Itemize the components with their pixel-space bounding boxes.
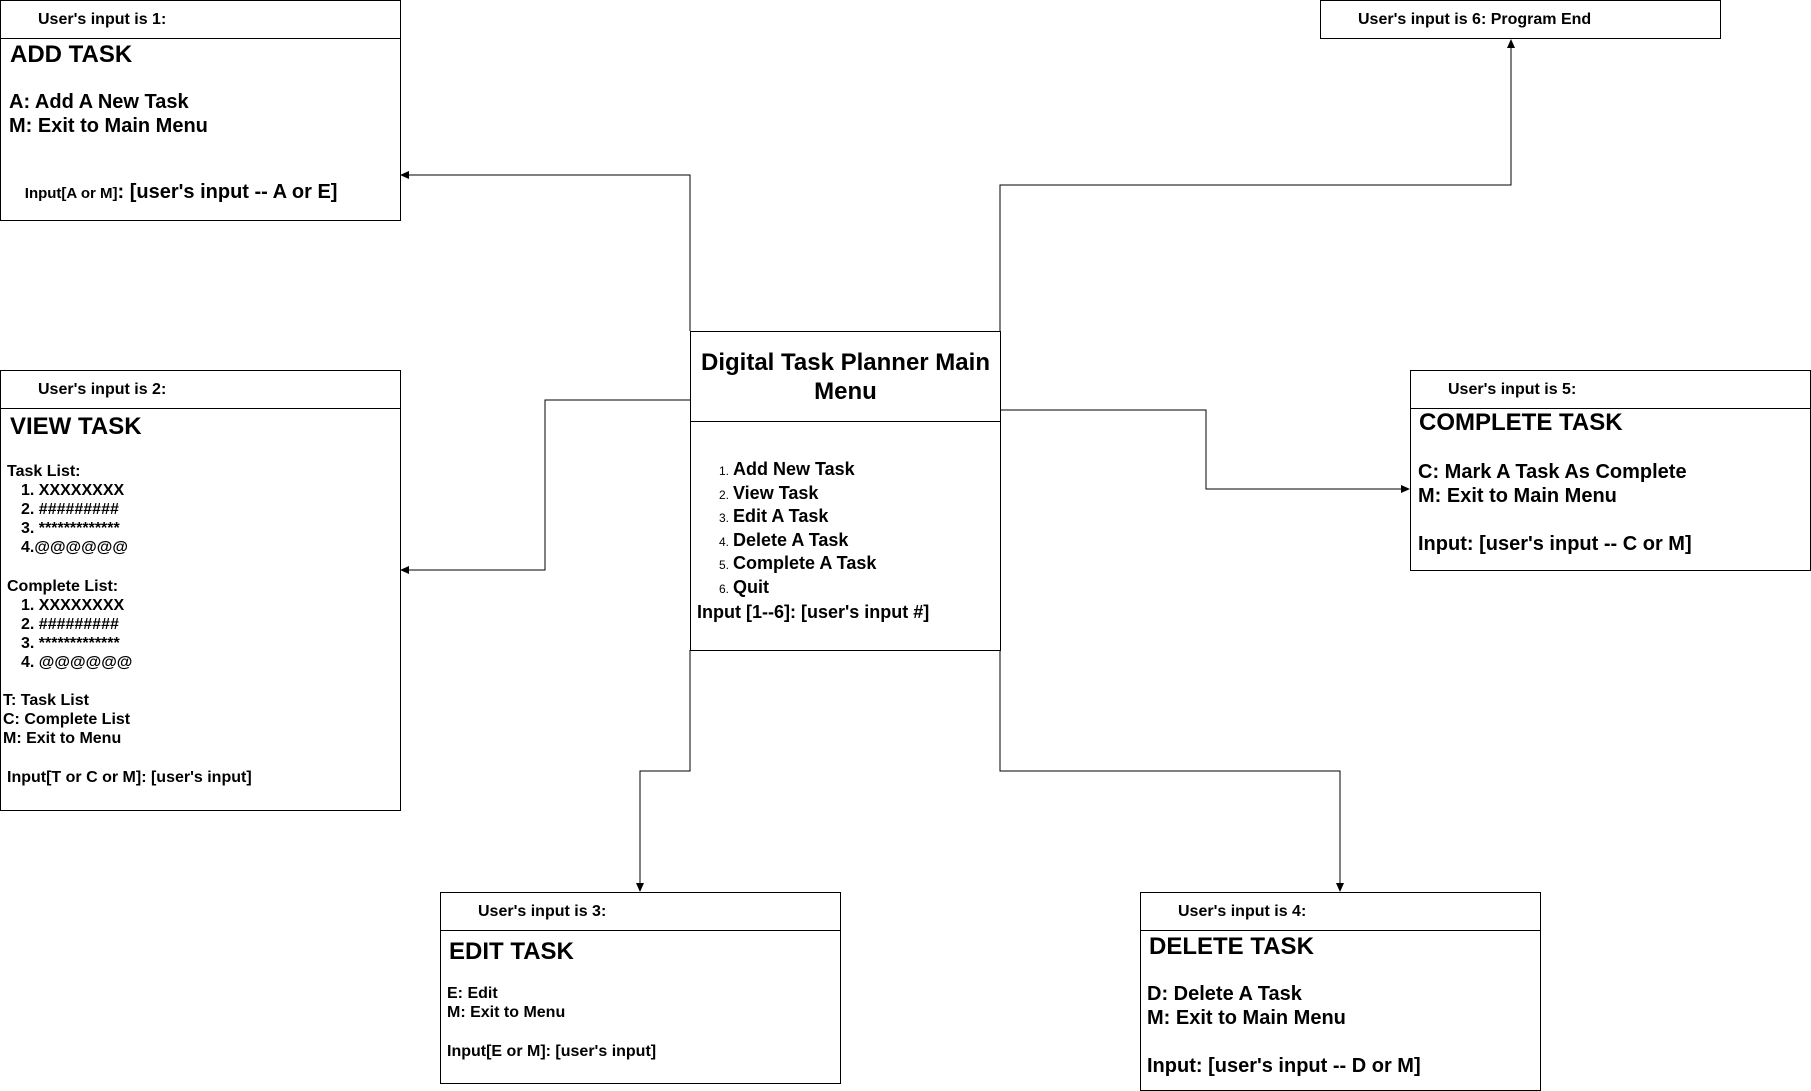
delete-option-m: M: Exit to Main Menu xyxy=(1147,1007,1346,1029)
menu-item-edit: 3.Edit A Task xyxy=(719,506,829,527)
connector-to-complete-task xyxy=(1000,409,1402,490)
menu-item-delete: 4.Delete A Task xyxy=(719,529,849,550)
add-task-title: ADD TASK xyxy=(10,41,133,68)
view-option-t: T: Task List xyxy=(3,692,89,709)
menu-item-quit: 6.Quit xyxy=(719,576,769,597)
arrowhead-complete-task xyxy=(1401,485,1410,493)
complete-task-title: COMPLETE TASK xyxy=(1419,409,1623,436)
complete-task-header: User's input is 5: xyxy=(1411,371,1810,409)
main-menu-box: Digital Task Planner Main Menu 1.Add New… xyxy=(690,331,1001,651)
edit-option-e: E: Edit xyxy=(447,985,498,1002)
main-menu-title: Digital Task Planner Main Menu xyxy=(691,332,1000,422)
view-task-input: Input[T or C or M]: [user's input] xyxy=(7,769,252,786)
connector-to-program-end xyxy=(999,47,1512,331)
delete-option-d: D: Delete A Task xyxy=(1147,983,1302,1005)
connector-to-add-task xyxy=(407,174,691,331)
edit-task-input: Input[E or M]: [user's input] xyxy=(447,1043,657,1060)
add-task-input: Input[A or M]: [user's input -- A or E] xyxy=(24,181,338,203)
add-task-header: User's input is 1: xyxy=(1,1,400,39)
view-task-title: VIEW TASK xyxy=(10,413,142,440)
view-task-box: User's input is 2: VIEW TASK Task List: … xyxy=(0,370,401,811)
arrowhead-delete-task xyxy=(1336,883,1344,892)
edit-task-title: EDIT TASK xyxy=(449,938,574,965)
connector-to-view-task xyxy=(407,399,690,571)
edit-task-box: User's input is 3: EDIT TASK E: Edit M: … xyxy=(440,892,841,1084)
main-menu-input: Input [1--6]: [user's input #] xyxy=(697,602,930,622)
complete-task-box: User's input is 5: COMPLETE TASK C: Mark… xyxy=(1410,370,1811,571)
view-option-c: C: Complete List xyxy=(3,711,131,728)
edit-option-m: M: Exit to Menu xyxy=(447,1004,566,1021)
add-task-option-m: M: Exit to Main Menu xyxy=(9,115,208,137)
delete-task-header: User's input is 4: xyxy=(1141,893,1540,931)
complete-list-item-2: 2. ######### xyxy=(21,616,119,633)
add-task-box: User's input is 1: ADD TASK A: Add A New… xyxy=(0,0,401,221)
complete-task-input: Input: [user's input -- C or M] xyxy=(1418,533,1692,555)
menu-item-complete: 5.Complete A Task xyxy=(719,553,877,574)
arrowhead-edit-task xyxy=(636,883,644,892)
task-list-item-3: 3. ************* xyxy=(21,520,120,537)
edit-task-header: User's input is 3: xyxy=(441,893,840,931)
complete-option-c: C: Mark A Task As Complete xyxy=(1418,461,1687,483)
complete-list-item-4: 4. @@@@@@ xyxy=(21,654,133,671)
arrowhead-add-task xyxy=(400,171,409,179)
menu-item-add: 1.Add New Task xyxy=(719,459,855,479)
delete-task-input: Input: [user's input -- D or M] xyxy=(1147,1055,1421,1077)
connector-to-delete-task xyxy=(999,650,1341,884)
main-menu-list: 1.Add New Task 2.View Task 3.Edit A Task… xyxy=(719,459,876,601)
arrowhead-view-task xyxy=(400,566,409,574)
task-list-item-2: 2. ######### xyxy=(21,501,119,518)
connector-to-edit-task xyxy=(639,650,691,884)
task-list-label: Task List: xyxy=(7,463,81,480)
view-task-header: User's input is 2: xyxy=(1,371,400,409)
complete-list-item-3: 3. ************* xyxy=(21,635,120,652)
view-option-m: M: Exit to Menu xyxy=(3,730,122,747)
menu-item-view: 2.View Task xyxy=(719,482,819,503)
complete-list-label: Complete List: xyxy=(7,578,119,595)
task-list-item-4: 4.@@@@@@ xyxy=(21,539,128,556)
add-task-option-a: A: Add A New Task xyxy=(9,91,189,113)
task-list-item-1: 1. XXXXXXXX xyxy=(21,482,125,499)
program-end-box: User's input is 6: Program End xyxy=(1320,0,1721,39)
arrowhead-program-end xyxy=(1507,39,1515,48)
program-end-header: User's input is 6: Program End xyxy=(1358,11,1592,28)
delete-task-title: DELETE TASK xyxy=(1149,933,1314,960)
complete-list-item-1: 1. XXXXXXXX xyxy=(21,597,125,614)
complete-option-m: M: Exit to Main Menu xyxy=(1418,485,1617,507)
delete-task-box: User's input is 4: DELETE TASK D: Delete… xyxy=(1140,892,1541,1091)
